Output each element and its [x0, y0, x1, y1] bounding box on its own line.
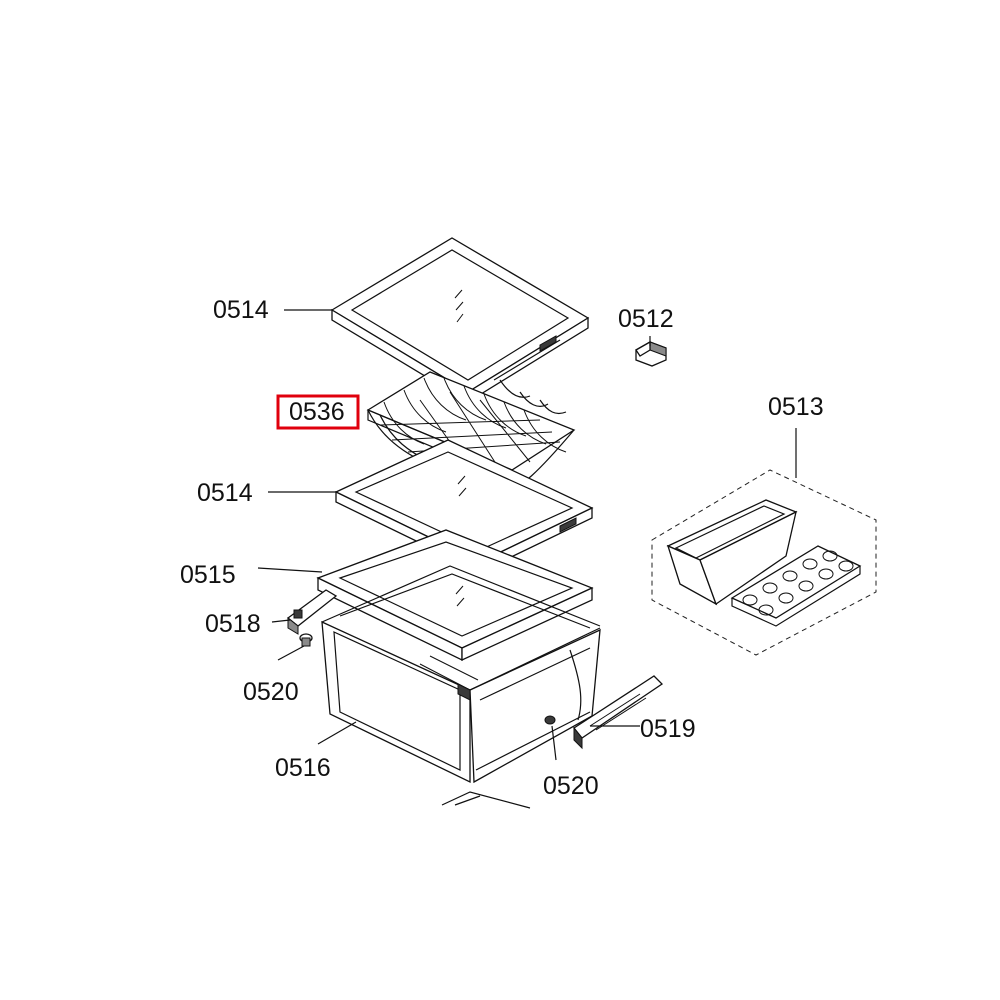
label-bottle-rack: 0536	[289, 398, 345, 426]
highlight-box	[276, 394, 360, 430]
label-left-screw: 0520	[243, 678, 299, 706]
label-egg-tray-group: 0513	[768, 393, 824, 421]
label-top-shelf: 0514	[213, 296, 269, 324]
left-rail[interactable]	[286, 589, 338, 635]
label-clip: 0512	[618, 305, 674, 333]
label-left-rail: 0518	[205, 610, 261, 638]
shelf-clip[interactable]	[635, 340, 667, 367]
right-screw[interactable]	[544, 715, 556, 725]
egg-tray-group[interactable]	[651, 469, 877, 656]
left-screw[interactable]	[299, 633, 313, 647]
right-rail[interactable]	[573, 675, 664, 750]
label-mid-shelf: 0514	[197, 479, 253, 507]
crisper-cover[interactable]	[316, 529, 594, 662]
label-drawer: 0516	[275, 754, 331, 782]
crisper-drawer[interactable]	[321, 565, 601, 809]
label-right-rail: 0519	[640, 715, 696, 743]
leader-lines	[257, 309, 797, 761]
label-crisper-cover: 0515	[180, 561, 236, 589]
label-right-screw: 0520	[543, 772, 599, 800]
top-glass-shelf[interactable]	[330, 237, 590, 404]
